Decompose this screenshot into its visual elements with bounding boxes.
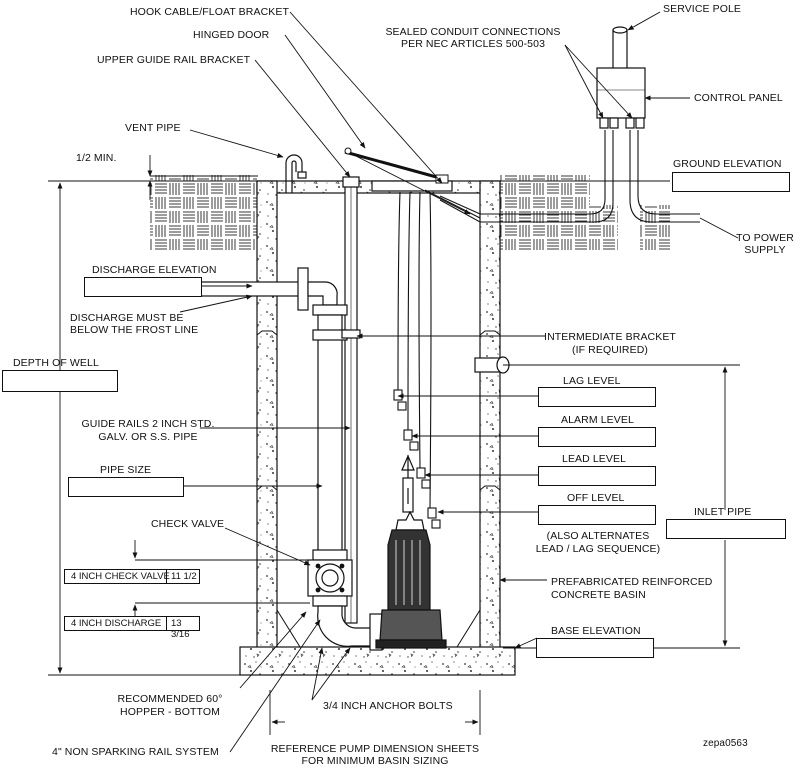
intermediate-bracket-label-line1: INTERMEDIATE BRACKET <box>544 331 676 343</box>
pipe-size-box <box>68 477 184 497</box>
alarm-level-label: ALARM LEVEL <box>561 414 634 426</box>
sealed-conduit-label-line1: SEALED CONDUIT CONNECTIONS <box>385 26 561 38</box>
to-power-label-line1: TO POWER <box>736 232 794 244</box>
check-valve-table-value: 11 1/2 <box>171 571 197 582</box>
inlet-pipe-label: INLET PIPE <box>694 506 752 518</box>
intermediate-bracket-label-line2: (IF REQUIRED) <box>572 344 648 356</box>
discharge-elevation-label: DISCHARGE ELEVATION <box>92 264 217 276</box>
discharge-table-value: 13 3/16 <box>171 618 190 640</box>
ground-elevation-box <box>672 172 790 192</box>
check-valve-label: CHECK VALVE <box>151 518 225 530</box>
rail-system-label: 4" NON SPARKING RAIL SYSTEM <box>52 746 219 758</box>
lag-level-label: LAG LEVEL <box>563 375 621 387</box>
check-valve-table-label: 4 INCH CHECK VALVE <box>71 571 170 582</box>
alarm-level-box <box>538 427 656 447</box>
control-panel-label: CONTROL PANEL <box>694 92 783 104</box>
guide-rails-label-line2: GALV. OR S.S. PIPE <box>98 431 198 443</box>
discharge-elevation-box <box>84 277 202 297</box>
lead-level-label: LEAD LEVEL <box>562 453 627 465</box>
frost-line-label-line1: DISCHARGE MUST BE <box>70 312 184 324</box>
lag-level-box <box>538 387 656 407</box>
inlet-pipe-box <box>666 519 786 539</box>
drawing-id-label: zepa0563 <box>703 738 748 749</box>
ground-elevation-label: GROUND ELEVATION <box>673 158 782 170</box>
reference-label-line2: FOR MINIMUM BASIN SIZING <box>301 755 449 767</box>
service-pole <box>596 26 646 129</box>
float-switches <box>393 191 441 529</box>
alternates-label-line1: (ALSO ALTERNATES <box>546 530 650 542</box>
sealed-conduit-label-line2: PER NEC ARTICLES 500-503 <box>400 38 546 50</box>
pipe-size-label: PIPE SIZE <box>100 464 152 476</box>
discharge-piping <box>179 267 383 651</box>
prefab-basin-label-line1: PREFABRICATED REINFORCED <box>551 576 713 588</box>
service-pole-label: SERVICE POLE <box>663 3 742 15</box>
frost-line-label-line2: BELOW THE FROST LINE <box>70 324 199 336</box>
off-level-label: OFF LEVEL <box>567 492 625 504</box>
leader-lines <box>48 11 740 753</box>
guide-rails-label-line1: GUIDE RAILS 2 INCH STD. <box>81 418 215 430</box>
upper-guide-rail-label: UPPER GUIDE RAIL BRACKET <box>97 54 251 66</box>
vent-pipe-label: VENT PIPE <box>125 122 181 134</box>
conduits <box>424 130 700 223</box>
half-min-label: 1/2 MIN. <box>76 152 117 164</box>
vent-pipe <box>285 154 307 193</box>
basin-walls <box>239 180 516 676</box>
discharge-table-label: 4 INCH DISCHARGE <box>71 618 162 629</box>
alternates-label-line2: LEAD / LAG SEQUENCE) <box>535 543 661 555</box>
anchor-bolts-label: 3/4 INCH ANCHOR BOLTS <box>323 700 453 712</box>
hook-cable-label: HOOK CABLE/FLOAT BRACKET <box>130 6 289 18</box>
base-elevation-box <box>536 638 654 658</box>
hopper-label-line1: RECOMMENDED 60° <box>117 693 223 705</box>
discharge-table-divider <box>166 617 167 630</box>
discharge-table: 4 INCH DISCHARGE 13 3/16 <box>64 616 200 640</box>
hopper-label-line2: HOPPER - BOTTOM <box>120 706 220 718</box>
lead-level-box <box>538 466 656 486</box>
depth-of-well-label: DEPTH OF WELL <box>13 357 99 369</box>
base-elevation-label: BASE ELEVATION <box>551 625 641 637</box>
depth-of-well-box <box>2 370 118 392</box>
reference-label-line1: REFERENCE PUMP DIMENSION SHEETS <box>270 743 480 755</box>
check-valve-table-divider <box>166 570 167 583</box>
submersible-pump <box>375 454 447 649</box>
guide-rails <box>342 176 360 624</box>
hinged-door-label: HINGED DOOR <box>193 29 270 41</box>
off-level-box <box>538 505 656 525</box>
to-power-label-line2: SUPPLY <box>744 244 786 256</box>
check-valve-table: 4 INCH CHECK VALVE 11 1/2 <box>64 569 200 584</box>
prefab-basin-label-line2: CONCRETE BASIN <box>551 589 646 601</box>
